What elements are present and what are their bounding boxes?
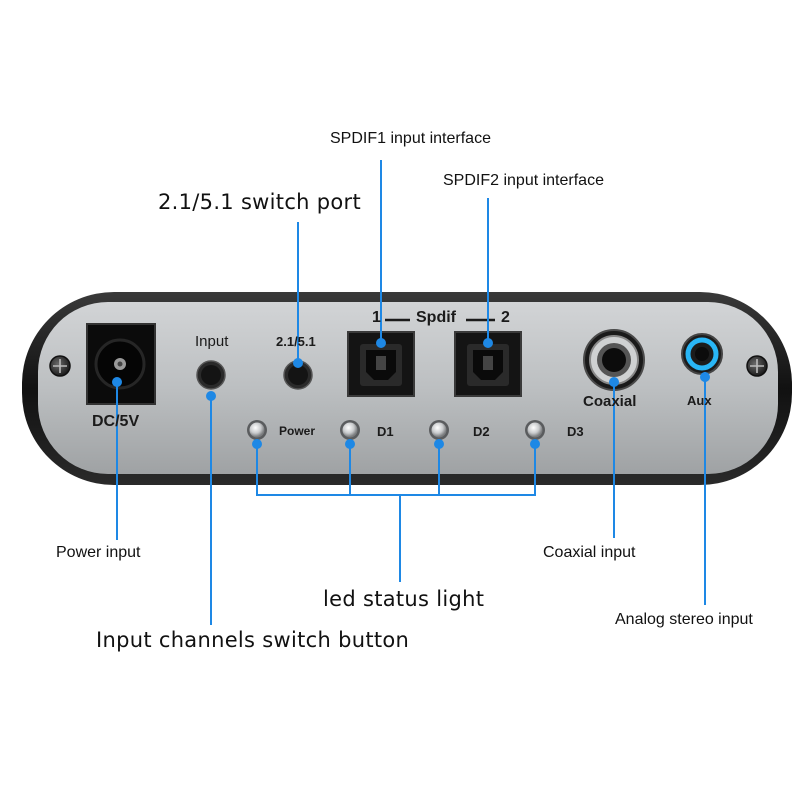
led-d3 (525, 420, 545, 440)
input-label: Input (195, 333, 229, 350)
aux-label: Aux (687, 393, 712, 408)
mode-switch-button[interactable] (283, 360, 313, 390)
spdif-header-2: 2 (501, 309, 510, 326)
spdif-header-1: 1 (372, 309, 381, 326)
led-d2 (429, 420, 449, 440)
led-d1-label: D1 (377, 424, 394, 439)
screw-icon (49, 355, 71, 377)
coaxial-label: Coaxial (583, 393, 637, 410)
aux-jack[interactable] (681, 333, 723, 375)
callout-input-switch: Input channels switch button (96, 628, 410, 652)
led-power (247, 420, 267, 440)
callout-power-input: Power input (56, 544, 141, 561)
spdif-header-mid: Spdif (416, 309, 456, 326)
screw-icon (746, 355, 768, 377)
callout-coaxial-input: Coaxial input (543, 544, 636, 561)
optical-port-1[interactable] (347, 331, 415, 397)
callout-spdif2: SPDIF2 input interface (443, 172, 604, 189)
leader-endpoints (112, 338, 710, 449)
dc-label: DC/5V (92, 413, 140, 430)
callout-led-status: led status light (323, 587, 485, 611)
callout-switch-port: 2.1/5.1 switch port (158, 190, 362, 214)
callout-analog-input: Analog stereo input (615, 611, 753, 628)
input-switch-button[interactable] (196, 360, 226, 390)
led-d3-label: D3 (567, 424, 584, 439)
leader-lines (116, 160, 706, 625)
mode-label: 2.1/5.1 (276, 334, 316, 349)
dc-power-jack[interactable] (86, 323, 156, 405)
led-power-label: Power (279, 424, 316, 438)
leader-led-status (256, 444, 536, 582)
led-d2-label: D2 (473, 424, 490, 439)
led-d1 (340, 420, 360, 440)
callout-spdif1: SPDIF1 input interface (330, 130, 491, 147)
